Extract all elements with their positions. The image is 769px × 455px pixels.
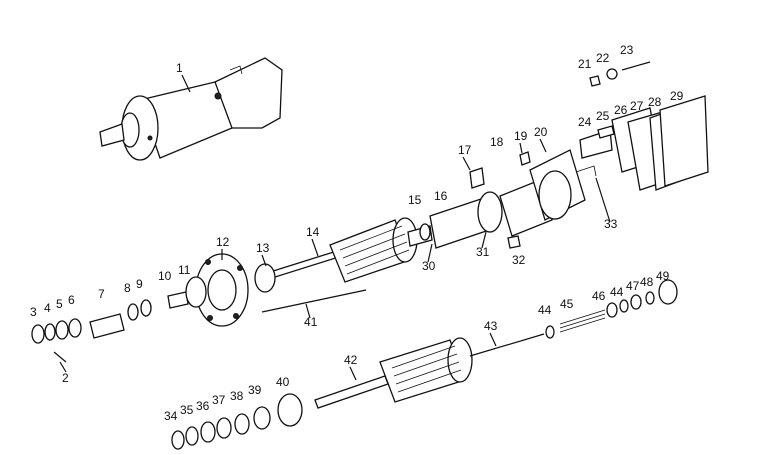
label-18: 18	[490, 135, 504, 149]
part-labels: 1 2 3 4 5 6 7 8 9 10 11 12 13 14 15 16 1…	[30, 43, 684, 423]
label-43: 43	[484, 319, 498, 333]
armature-upper	[269, 217, 433, 283]
pinion-parts	[31, 276, 207, 363]
label-47: 47	[626, 279, 640, 293]
label-20: 20	[534, 125, 548, 139]
label-5: 5	[56, 297, 63, 311]
starter-motor-assembly	[99, 57, 283, 161]
label-12: 12	[216, 235, 230, 249]
leader-lines	[59, 74, 611, 381]
label-36: 36	[196, 399, 210, 413]
label-11: 11	[178, 263, 191, 277]
label-28: 28	[648, 95, 662, 109]
label-19: 19	[514, 129, 528, 143]
label-48: 48	[640, 275, 654, 289]
label-24: 24	[578, 115, 592, 129]
label-7: 7	[98, 287, 105, 301]
label-29: 29	[670, 89, 684, 103]
label-30: 30	[422, 259, 436, 273]
label-35: 35	[180, 403, 194, 417]
label-17: 17	[458, 143, 472, 157]
label-15: 15	[408, 193, 422, 207]
label-3: 3	[30, 305, 37, 319]
armature-lower	[277, 337, 473, 427]
lower-washers	[171, 406, 271, 450]
label-41: 41	[304, 315, 318, 329]
label-13: 13	[256, 241, 270, 255]
rod-and-spring	[469, 279, 678, 357]
label-10: 10	[158, 269, 172, 283]
label-31: 31	[476, 245, 490, 259]
label-32: 32	[512, 253, 526, 267]
label-44: 44	[538, 303, 552, 317]
brush-gear	[419, 149, 586, 249]
label-8: 8	[124, 281, 131, 295]
label-34: 34	[164, 409, 178, 423]
end-cover-parts	[575, 61, 709, 191]
label-33: 33	[604, 217, 618, 231]
drive-end-frame	[195, 253, 276, 327]
label-1: 1	[176, 61, 183, 75]
label-44b: 44	[610, 285, 624, 299]
label-22: 22	[596, 51, 610, 65]
label-42: 42	[344, 353, 358, 367]
label-9: 9	[136, 277, 143, 291]
label-40: 40	[276, 375, 290, 389]
long-rod	[261, 289, 367, 313]
label-21: 21	[578, 57, 592, 71]
label-37: 37	[212, 393, 226, 407]
label-27: 27	[630, 99, 644, 113]
label-39: 39	[248, 383, 262, 397]
label-4: 4	[44, 301, 51, 315]
label-2: 2	[62, 371, 69, 385]
label-26: 26	[614, 103, 628, 117]
label-46: 46	[592, 289, 606, 303]
label-6: 6	[68, 293, 75, 307]
label-38: 38	[230, 389, 244, 403]
label-45: 45	[560, 297, 574, 311]
label-49: 49	[656, 269, 670, 283]
label-23: 23	[620, 43, 634, 57]
label-14: 14	[306, 225, 320, 239]
label-16: 16	[434, 189, 448, 203]
label-25: 25	[596, 109, 610, 123]
